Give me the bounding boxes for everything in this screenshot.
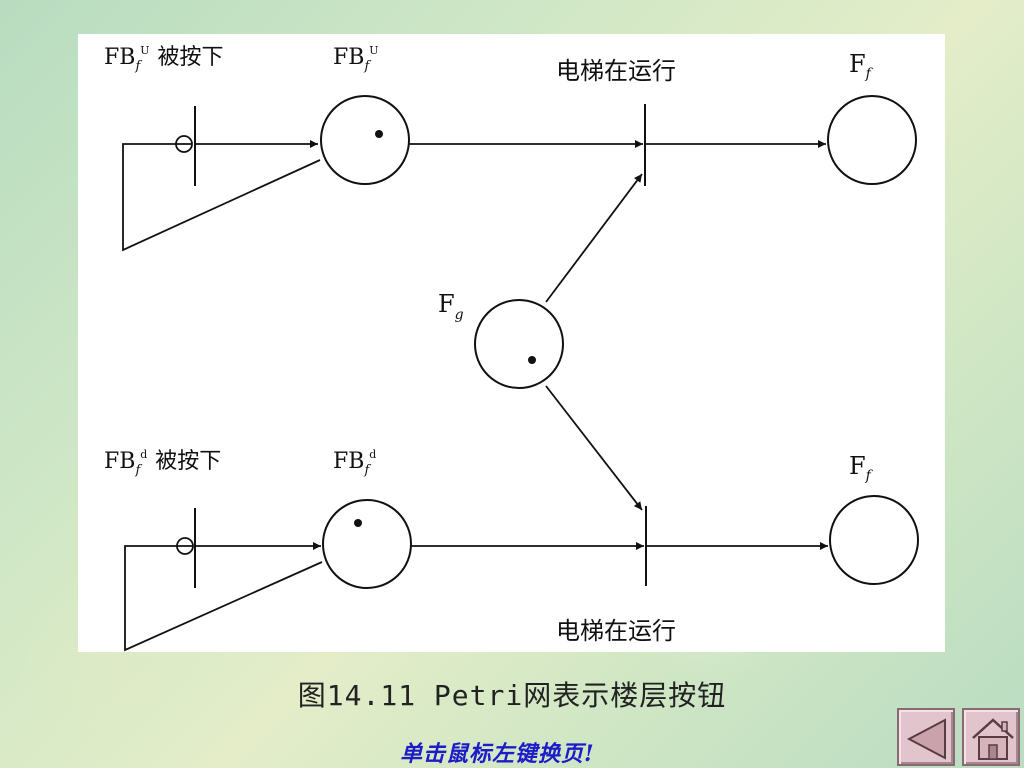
bottom-output-label: Ff [849, 452, 874, 484]
top-place-label: FBfU [333, 44, 379, 74]
house-icon [972, 718, 1014, 760]
bottom-place-token [354, 519, 362, 527]
middle-place-label: Fg [438, 290, 464, 323]
top-transition-label: 电梯在运行 [556, 57, 676, 85]
middle-arc-to-top-transition [545, 173, 643, 303]
middle-place [474, 299, 564, 389]
previous-page-button[interactable] [897, 708, 955, 766]
bottom-transition-label: 电梯在运行 [556, 617, 676, 645]
top-feedback-arc [122, 143, 321, 252]
bottom-place [322, 499, 412, 589]
bottom-feedback-arc [124, 545, 323, 652]
figure-caption: 图14.11 Petri网表示楼层按钮 [297, 679, 727, 712]
page-turn-hint: 单击鼠标左键换页! [400, 741, 595, 767]
bottom-place-label: FBfd [333, 448, 376, 478]
middle-place-token [528, 356, 536, 364]
top-output-place [827, 95, 917, 185]
bottom-output-place [829, 495, 919, 585]
top-output-label: Ff [849, 50, 874, 82]
triangle-left-icon [906, 718, 946, 760]
middle-arc-to-bottom-transition [545, 385, 643, 511]
top-place-token [375, 130, 383, 138]
top-place [320, 95, 410, 185]
home-button[interactable] [962, 708, 1020, 766]
